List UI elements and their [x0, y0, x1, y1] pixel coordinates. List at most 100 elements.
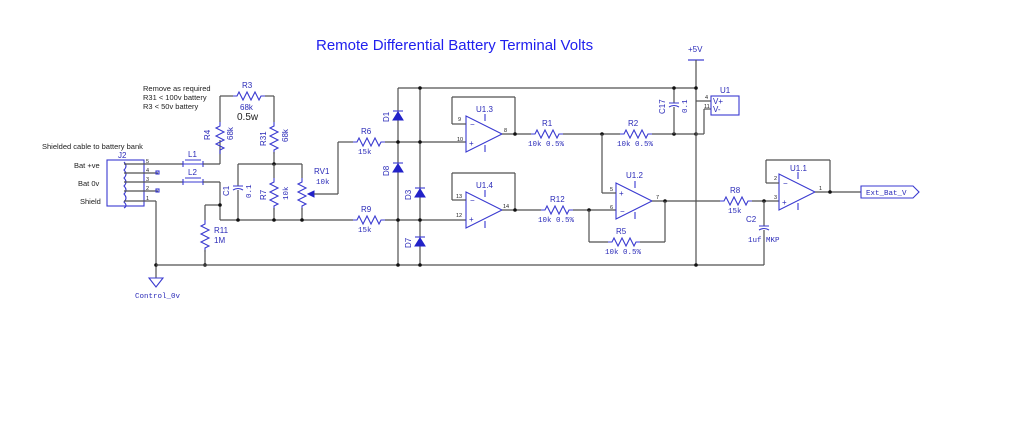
svg-text:R31: R31: [259, 131, 268, 146]
note-remove-header: Remove as required: [143, 84, 211, 93]
svg-text:3: 3: [774, 195, 777, 201]
svg-text:U1.3: U1.3: [476, 105, 493, 114]
svg-text:5: 5: [610, 187, 613, 193]
svg-text:R5: R5: [616, 227, 627, 236]
schematic-title: Remote Differential Battery Terminal Vol…: [316, 37, 593, 54]
svg-text:+: +: [469, 215, 474, 224]
svg-text:R9: R9: [361, 205, 372, 214]
svg-text:68k: 68k: [281, 128, 290, 142]
svg-text:−: −: [620, 207, 625, 216]
svg-text:R3: R3: [242, 81, 253, 90]
svg-text:V+: V+: [713, 97, 723, 106]
svg-text:10k 0.5%: 10k 0.5%: [538, 217, 575, 225]
j2-pin-3: 3: [146, 177, 149, 183]
resistor-r2: [619, 129, 653, 139]
svg-text:4: 4: [705, 95, 708, 101]
svg-text:D3: D3: [404, 189, 413, 200]
note-remove-r3: R3 < 50v battery: [143, 102, 198, 111]
svg-text:9: 9: [458, 117, 461, 123]
diode-d1: D1: [382, 110, 404, 122]
svg-text:−: −: [783, 179, 788, 188]
svg-text:7: 7: [656, 195, 659, 201]
svg-text:10k: 10k: [283, 186, 291, 200]
svg-text:10k: 10k: [316, 179, 330, 187]
ground-icon: [147, 277, 165, 288]
svg-text:10k 0.5%: 10k 0.5%: [528, 141, 565, 149]
svg-text:D8: D8: [382, 165, 391, 176]
svg-text:D1: D1: [382, 111, 391, 122]
label-bat-positive: Bat +ve: [74, 161, 100, 170]
svg-text:0.5w: 0.5w: [237, 112, 259, 123]
resistor-r7: [269, 177, 279, 211]
svg-text:15k: 15k: [358, 227, 372, 235]
svg-text:1uf MKP: 1uf MKP: [748, 237, 780, 245]
resistor-r12: [540, 205, 574, 215]
svg-text:13: 13: [456, 194, 462, 200]
svg-text:1: 1: [819, 186, 822, 192]
label-bat-0v: Bat 0v: [78, 179, 100, 188]
svg-text:−: −: [470, 196, 475, 205]
svg-text:68k: 68k: [226, 126, 235, 140]
diode-d7: D7: [404, 236, 426, 248]
svg-text:R8: R8: [730, 186, 741, 195]
svg-text:R4: R4: [203, 129, 212, 140]
resistor-r6: [352, 137, 386, 147]
svg-text:15k: 15k: [358, 149, 372, 157]
opamp-u1-1: − + U1.1 2 3 1: [774, 164, 822, 211]
j2-pin-1: 1: [146, 196, 149, 202]
svg-text:10: 10: [457, 137, 463, 143]
svg-text:10k 0.5%: 10k 0.5%: [617, 141, 654, 149]
j2-pin-4: 4: [146, 168, 149, 174]
svg-text:C1: C1: [222, 185, 231, 196]
output-port-ext-bat-v: Ext_Bat_V: [860, 185, 920, 199]
svg-text:+: +: [619, 189, 624, 198]
svg-text:+: +: [469, 139, 474, 148]
resistor-r1: [530, 129, 564, 139]
note-cable: Shielded cable to battery bank: [42, 142, 143, 151]
capacitor-c17: [668, 102, 680, 108]
svg-text:C17: C17: [658, 99, 667, 114]
svg-text:V-: V-: [713, 105, 721, 114]
resistor-r11: [200, 219, 210, 253]
diode-d3: D3: [404, 187, 426, 200]
note-remove-r31: R31 < 100v battery: [143, 93, 207, 102]
label-shield: Shield: [80, 197, 101, 206]
j2-pin-5: 5: [146, 159, 149, 165]
opamp-u1-4: − + U1.4 13 12 14: [456, 181, 509, 229]
resistor-r3: [232, 91, 266, 101]
svg-text:−: −: [470, 120, 475, 129]
svg-text:U1.1: U1.1: [790, 164, 807, 173]
svg-text:RV1: RV1: [314, 167, 330, 176]
svg-text:8: 8: [504, 128, 507, 134]
svg-text:14: 14: [503, 204, 509, 210]
svg-text:0.1: 0.1: [246, 184, 254, 198]
svg-text:1M: 1M: [214, 236, 225, 245]
svg-text:0.1: 0.1: [682, 99, 690, 113]
inductor-l2: L2: [182, 168, 204, 185]
svg-text:D7: D7: [404, 237, 413, 248]
connector-j2: J2 5 4 3 2 1: [106, 151, 160, 209]
svg-text:U1.2: U1.2: [626, 171, 643, 180]
svg-text:R6: R6: [361, 127, 372, 136]
inductor-l1: L1: [182, 150, 204, 167]
supply-label: +5V: [688, 45, 703, 54]
svg-text:R2: R2: [628, 119, 639, 128]
opamp-u1-2: + − U1.2 5 6 7: [610, 171, 659, 220]
diode-d8: D8: [382, 162, 404, 176]
svg-text:11: 11: [704, 104, 710, 110]
svg-text:15k: 15k: [728, 208, 742, 216]
power-ic-u1: U1 V+ V- 4 11: [704, 86, 740, 116]
ground-label: Control_0v: [135, 293, 181, 301]
svg-text:R1: R1: [542, 119, 553, 128]
svg-text:12: 12: [456, 213, 462, 219]
svg-text:R7: R7: [259, 189, 268, 200]
svg-text:C2: C2: [746, 215, 757, 224]
svg-text:R11: R11: [214, 226, 229, 235]
svg-text:Ext_Bat_V: Ext_Bat_V: [866, 190, 907, 198]
resistor-r9: [352, 215, 386, 225]
svg-text:68k: 68k: [240, 103, 254, 112]
svg-text:U1.4: U1.4: [476, 181, 493, 190]
svg-text:+: +: [782, 198, 787, 207]
svg-text:R12: R12: [550, 195, 565, 204]
